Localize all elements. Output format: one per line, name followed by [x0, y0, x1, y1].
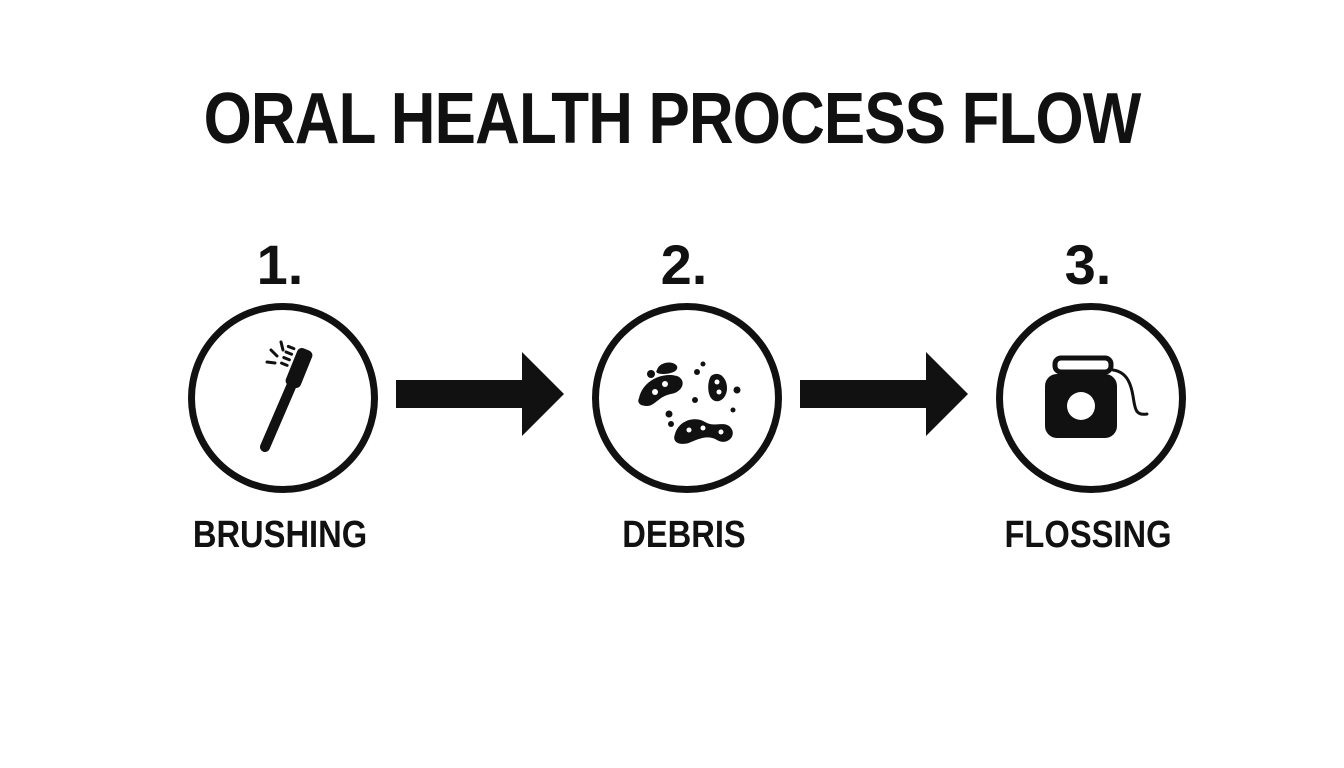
step-debris: 2. DEBRIS [554, 235, 814, 565]
step-label: DEBRIS [622, 514, 746, 556]
arrow-right-icon [800, 352, 968, 436]
floss-icon [1045, 355, 1149, 438]
step-label: FLOSSING [1004, 514, 1172, 556]
step-number: 3. [1064, 233, 1112, 296]
bacteria-icon [638, 361, 741, 444]
step-label: BRUSHING [192, 514, 368, 556]
step-circle [592, 303, 782, 493]
step-number: 1. [256, 233, 304, 296]
step-brushing: 1. BRUSHING [150, 235, 410, 565]
step-number: 2. [660, 233, 708, 296]
arrow-right-icon [396, 352, 564, 436]
step-circle [996, 303, 1186, 493]
step-circle [188, 303, 378, 493]
diagram-title: ORAL HEALTH PROCESS FLOW [203, 79, 1142, 159]
toothbrush-icon [260, 340, 313, 452]
step-flossing: 3. FLOSSING [958, 235, 1218, 565]
